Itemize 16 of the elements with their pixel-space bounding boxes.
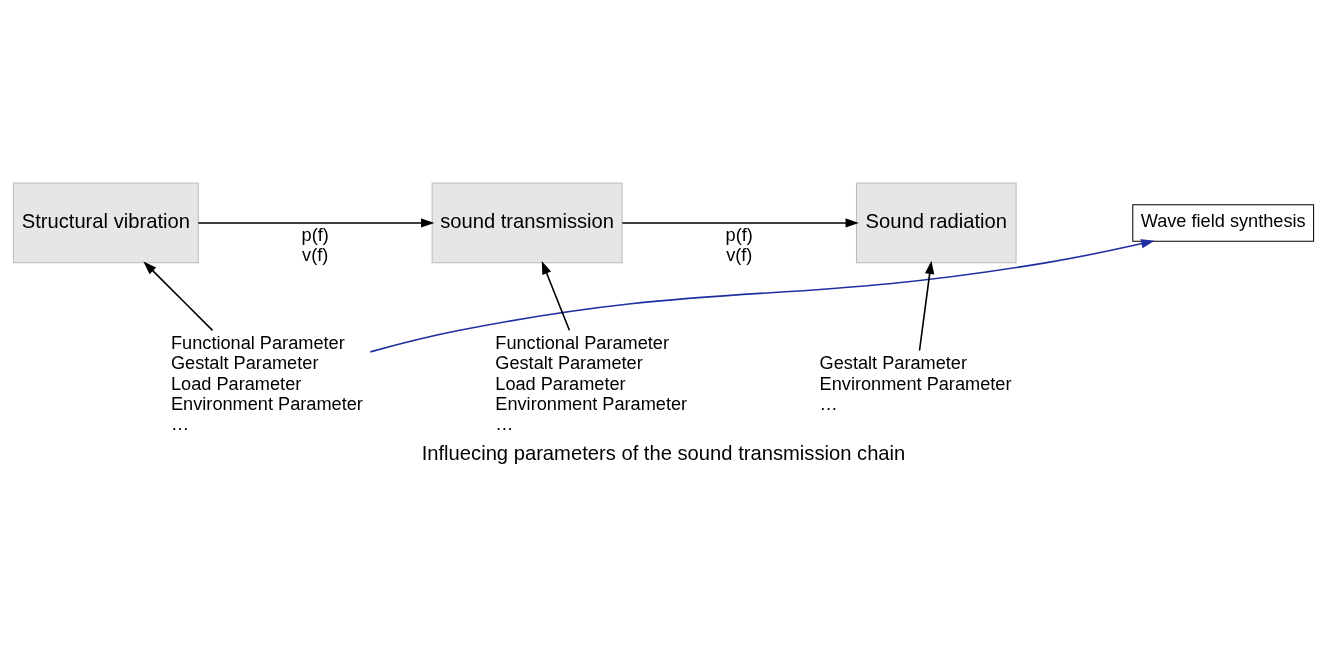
node-text: Functional Parameter Gestalt Parameter Load Parameter Environment Parameter … [170,332,363,434]
arrow [197,217,435,228]
node-box: Wave field synthesis [1132,203,1315,242]
arrow [143,260,214,331]
node-text: Gestalt Parameter Environment Parameter … [819,352,1012,414]
arrow [369,238,1155,353]
edge-label: p(f) v(f) [301,224,329,265]
node-box: Structural vibration [12,182,199,263]
node-text: Functional Parameter Gestalt Parameter Load Parameter Environment Parameter … [495,332,688,434]
node-box: sound transmission [431,182,623,263]
arrow [541,260,571,331]
edge-label: p(f) v(f) [725,224,753,265]
node-box: Sound radiation [855,182,1017,263]
arrow [621,217,859,228]
caption: Influecing parameters of the sound transmission chain [421,441,906,464]
arrow [918,260,935,351]
